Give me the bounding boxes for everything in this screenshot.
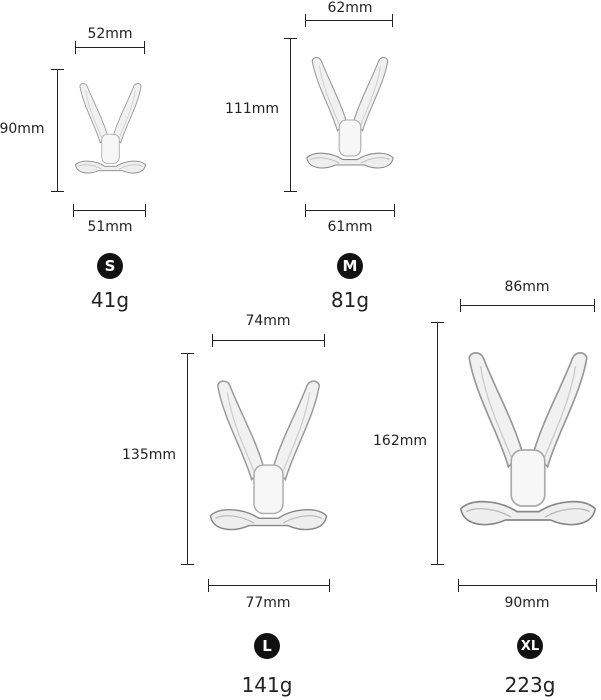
s-bottom-width-line xyxy=(73,204,146,217)
s-product-image xyxy=(74,67,147,194)
xl-height-line xyxy=(431,322,444,565)
s-height-line xyxy=(51,69,64,192)
s-size-badge: S xyxy=(97,253,123,279)
xl-height-label: 162mm xyxy=(373,433,427,449)
m-size-badge: M xyxy=(337,253,363,279)
xl-product-image xyxy=(458,320,598,566)
m-bottom-width-line xyxy=(305,204,395,217)
l-size-badge: L xyxy=(254,633,280,659)
l-bottom-width-line xyxy=(208,579,330,592)
m-height-label: 111mm xyxy=(225,101,279,117)
s-bottom-width-label: 51mm xyxy=(87,219,133,235)
xl-top-width-label: 86mm xyxy=(504,279,550,295)
xl-weight: 223g xyxy=(504,673,556,697)
m-top-width-label: 62mm xyxy=(327,0,373,16)
s-top-width-line xyxy=(75,41,145,54)
s-weight: 41g xyxy=(90,288,130,312)
xl-top-width-line xyxy=(460,299,595,312)
l-top-width-label: 74mm xyxy=(245,313,291,329)
m-bottom-width-label: 61mm xyxy=(327,219,373,235)
l-height-label: 135mm xyxy=(122,447,176,463)
xl-bottom-width-line xyxy=(458,579,597,592)
l-height-line xyxy=(181,353,194,565)
m-height-line xyxy=(284,38,297,192)
s-height-label: 90mm xyxy=(0,121,45,137)
m-top-width-line xyxy=(305,14,393,27)
l-weight: 141g xyxy=(241,673,293,697)
xl-size-badge: XL xyxy=(517,633,543,659)
m-product-image xyxy=(305,37,395,194)
m-weight: 81g xyxy=(330,288,370,312)
xl-bottom-width-label: 90mm xyxy=(504,595,550,611)
l-product-image xyxy=(208,352,329,566)
l-top-width-line xyxy=(212,334,325,347)
s-top-width-label: 52mm xyxy=(87,26,133,42)
l-bottom-width-label: 77mm xyxy=(245,595,291,611)
